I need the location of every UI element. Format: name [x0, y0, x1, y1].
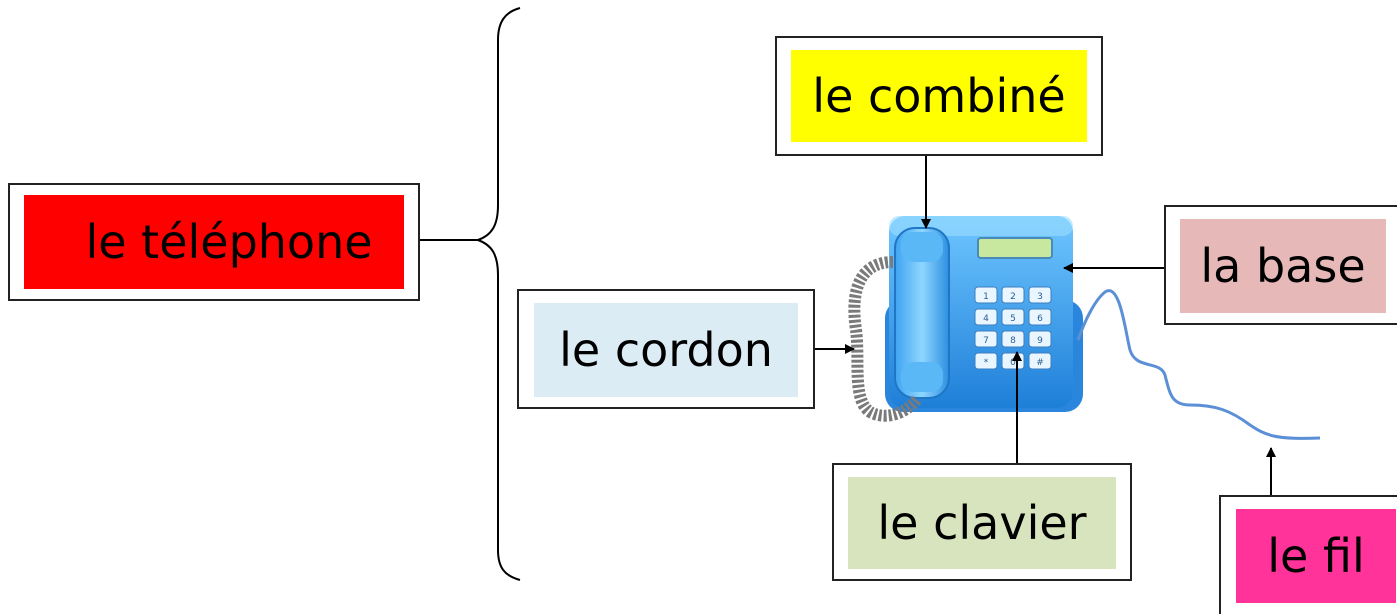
keypad-key: 4	[974, 308, 998, 326]
combine-label-fill: le combiné	[791, 50, 1087, 142]
keypad-key: #	[1028, 352, 1052, 370]
fil-box: le fil	[1219, 495, 1397, 614]
keypad-key: 3	[1028, 286, 1052, 304]
keypad-key-label: 4	[983, 314, 989, 324]
keypad-key-label: 2	[1010, 292, 1016, 302]
keypad-key: 5	[1001, 308, 1025, 326]
keypad-key-label: 3	[1037, 292, 1043, 302]
keypad-key-label: 0	[1010, 358, 1016, 368]
keypad-key-label: 9	[1037, 336, 1043, 346]
keypad-key-label: 5	[1010, 314, 1016, 324]
keypad-key-label: 8	[1010, 336, 1016, 346]
keypad-key-label: *	[984, 358, 989, 368]
base-label-fill: la base	[1180, 219, 1386, 313]
cordon-label: le cordon	[559, 323, 773, 377]
keypad-key: 1	[974, 286, 998, 304]
fil-label-fill: le fil	[1236, 509, 1396, 603]
keypad-key: 8	[1001, 330, 1025, 348]
combine-label: le combiné	[812, 69, 1066, 123]
keypad-key-label: #	[1036, 358, 1044, 368]
keypad-key: 9	[1028, 330, 1052, 348]
keypad-key: *	[974, 352, 998, 370]
coiled-cord	[848, 256, 923, 422]
combine-box: le combiné	[775, 36, 1103, 156]
clavier-label-fill: le clavier	[848, 477, 1116, 569]
keypad-key-label: 1	[983, 292, 989, 302]
clavier-label: le clavier	[877, 496, 1087, 550]
keypad-key-label: 7	[983, 336, 989, 346]
cordon-label-fill: le cordon	[534, 303, 798, 397]
keypad-key: 7	[974, 330, 998, 348]
clavier-box: le clavier	[832, 463, 1132, 581]
phone-wire	[1076, 289, 1321, 440]
base-label: la base	[1200, 239, 1366, 293]
base-box: la base	[1164, 205, 1397, 325]
keypad-key: 2	[1001, 286, 1025, 304]
cordon-box: le cordon	[517, 289, 815, 409]
brace	[475, 7, 521, 581]
root-label-fill: le téléphone	[24, 195, 404, 289]
keypad-key-label: 6	[1037, 314, 1043, 324]
fil-label: le fil	[1267, 529, 1365, 583]
keypad-key: 0	[1001, 352, 1025, 370]
keypad: 1 2 3 4 5 6 7 8 9 * 0 #	[974, 286, 1052, 370]
root-label: le téléphone	[85, 215, 373, 269]
keypad-key: 6	[1028, 308, 1052, 326]
root-box: le téléphone	[8, 183, 420, 301]
